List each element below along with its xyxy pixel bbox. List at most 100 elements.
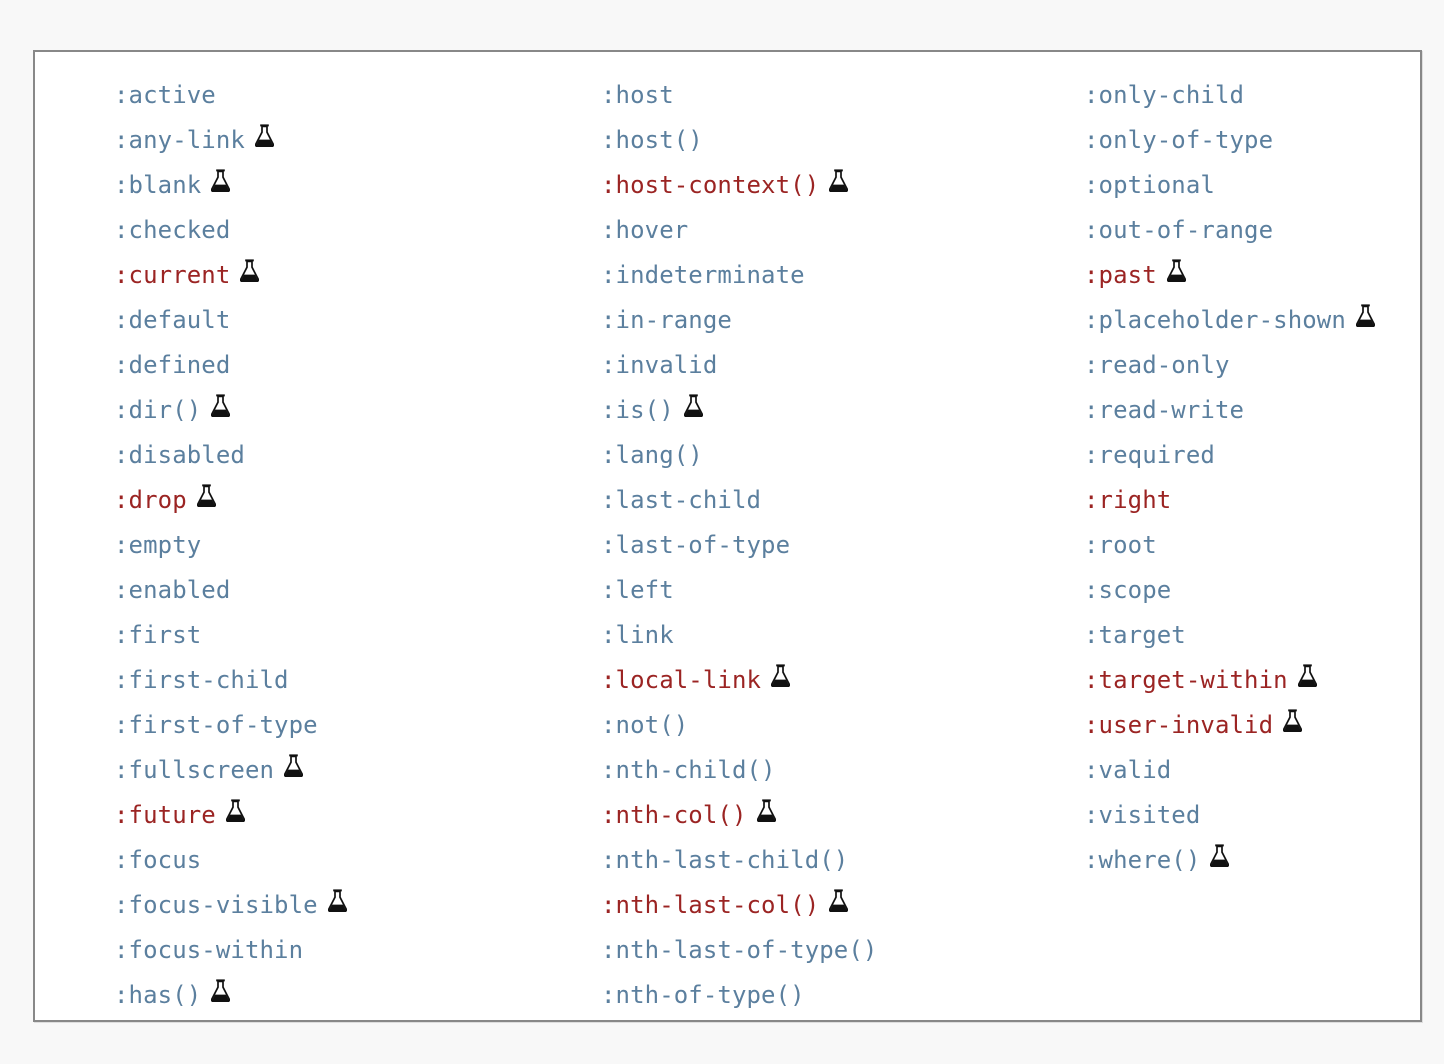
selector-item[interactable]: :right bbox=[1084, 478, 1420, 523]
selector-item[interactable]: :focus-within bbox=[114, 928, 520, 973]
flask-icon bbox=[1297, 664, 1317, 687]
selector-item[interactable]: :valid bbox=[1084, 748, 1420, 793]
selector-column-1: :active:any-link:blank:checked:current:d… bbox=[35, 52, 520, 1018]
selector-item[interactable]: :default bbox=[114, 298, 520, 343]
selector-item[interactable]: :read-write bbox=[1084, 388, 1420, 433]
selector-label: :right bbox=[1084, 486, 1172, 514]
selector-item[interactable]: :host-context() bbox=[601, 163, 1004, 208]
selector-item[interactable]: :placeholder-shown bbox=[1084, 298, 1420, 343]
selector-item[interactable]: :indeterminate bbox=[601, 253, 1004, 298]
selector-item[interactable]: :focus bbox=[114, 838, 520, 883]
selector-item[interactable]: :out-of-range bbox=[1084, 208, 1420, 253]
flask-icon bbox=[211, 394, 231, 417]
selector-item[interactable]: :future bbox=[114, 793, 520, 838]
selector-label: :last-child bbox=[601, 486, 762, 514]
selector-label: :defined bbox=[114, 351, 231, 379]
selector-item[interactable]: :lang() bbox=[601, 433, 1004, 478]
selector-label: :scope bbox=[1084, 576, 1172, 604]
selector-label: :focus-within bbox=[114, 936, 304, 964]
selector-item[interactable]: :any-link bbox=[114, 118, 520, 163]
flask-icon bbox=[211, 169, 231, 192]
selector-item[interactable]: :focus-visible bbox=[114, 883, 520, 928]
selector-item[interactable]: :current bbox=[114, 253, 520, 298]
selector-label: :read-only bbox=[1084, 351, 1230, 379]
selector-item[interactable]: :nth-of-type() bbox=[601, 973, 1004, 1018]
selector-label: :any-link bbox=[114, 126, 245, 154]
selector-item[interactable]: :defined bbox=[114, 343, 520, 388]
selector-label: :in-range bbox=[601, 306, 732, 334]
selector-item[interactable]: :required bbox=[1084, 433, 1420, 478]
selector-item[interactable]: :visited bbox=[1084, 793, 1420, 838]
selector-item[interactable]: :host bbox=[601, 73, 1004, 118]
selector-item[interactable]: :disabled bbox=[114, 433, 520, 478]
flask-icon bbox=[211, 979, 231, 1002]
selector-label: :left bbox=[601, 576, 674, 604]
selector-item[interactable]: :in-range bbox=[601, 298, 1004, 343]
selector-label: :empty bbox=[114, 531, 202, 559]
selector-label: :focus-visible bbox=[114, 891, 318, 919]
selector-item[interactable]: :has() bbox=[114, 973, 520, 1018]
selector-columns: :active:any-link:blank:checked:current:d… bbox=[35, 52, 1420, 1020]
selector-item[interactable]: :target-within bbox=[1084, 658, 1420, 703]
flask-icon bbox=[683, 394, 703, 417]
flask-icon bbox=[829, 169, 849, 192]
selector-label: :only-of-type bbox=[1084, 126, 1274, 154]
selector-item[interactable]: :past bbox=[1084, 253, 1420, 298]
selector-item[interactable]: :user-invalid bbox=[1084, 703, 1420, 748]
selector-item[interactable]: :scope bbox=[1084, 568, 1420, 613]
selector-item[interactable]: :active bbox=[114, 73, 520, 118]
selector-item[interactable]: :invalid bbox=[601, 343, 1004, 388]
selector-label: :last-of-type bbox=[601, 531, 791, 559]
selector-item[interactable]: :dir() bbox=[114, 388, 520, 433]
selector-item[interactable]: :link bbox=[601, 613, 1004, 658]
selector-item[interactable]: :only-of-type bbox=[1084, 118, 1420, 163]
selector-label: :valid bbox=[1084, 756, 1172, 784]
selector-item[interactable]: :first bbox=[114, 613, 520, 658]
selector-item[interactable]: :host() bbox=[601, 118, 1004, 163]
selector-item[interactable]: :only-child bbox=[1084, 73, 1420, 118]
selector-item[interactable]: :first-of-type bbox=[114, 703, 520, 748]
selector-item[interactable]: :nth-last-col() bbox=[601, 883, 1004, 928]
selector-item[interactable]: :nth-child() bbox=[601, 748, 1004, 793]
selector-label: :invalid bbox=[601, 351, 718, 379]
selector-item[interactable]: :nth-last-of-type() bbox=[601, 928, 1004, 973]
selector-label: :first-of-type bbox=[114, 711, 318, 739]
selector-item[interactable]: :not() bbox=[601, 703, 1004, 748]
flask-icon bbox=[1210, 844, 1230, 867]
selector-item[interactable]: :last-child bbox=[601, 478, 1004, 523]
flask-icon bbox=[284, 754, 304, 777]
selector-column-3: :only-child :only-of-type :optional:out-of… bbox=[1004, 52, 1420, 883]
selector-item[interactable]: :empty bbox=[114, 523, 520, 568]
selector-label: :host() bbox=[601, 126, 703, 154]
selector-item[interactable]: :root bbox=[1084, 523, 1420, 568]
selector-label: :nth-last-col() bbox=[601, 891, 820, 919]
selector-label: :local-link bbox=[601, 666, 762, 694]
selector-item[interactable]: :blank bbox=[114, 163, 520, 208]
selector-item[interactable]: :where() bbox=[1084, 838, 1420, 883]
selector-item[interactable]: :first-child bbox=[114, 658, 520, 703]
selector-item[interactable]: :optional bbox=[1084, 163, 1420, 208]
selector-item[interactable]: :checked bbox=[114, 208, 520, 253]
selector-label: :disabled bbox=[114, 441, 245, 469]
selector-label: :is() bbox=[601, 396, 674, 424]
selector-label: :has() bbox=[114, 981, 202, 1009]
flask-icon bbox=[1283, 709, 1303, 732]
selector-label: :target bbox=[1084, 621, 1186, 649]
selector-item[interactable]: :is() bbox=[601, 388, 1004, 433]
selector-item[interactable]: :last-of-type bbox=[601, 523, 1004, 568]
selector-item[interactable]: :nth-last-child() bbox=[601, 838, 1004, 883]
selector-label: :only-child bbox=[1084, 81, 1245, 109]
selector-label: :past bbox=[1084, 261, 1157, 289]
selector-item[interactable]: :local-link bbox=[601, 658, 1004, 703]
selector-item[interactable]: :drop bbox=[114, 478, 520, 523]
selector-item[interactable]: :read-only bbox=[1084, 343, 1420, 388]
selector-label: :root bbox=[1084, 531, 1157, 559]
selector-item[interactable]: :enabled bbox=[114, 568, 520, 613]
selector-label: :nth-child() bbox=[601, 756, 776, 784]
flask-icon bbox=[327, 889, 347, 912]
selector-item[interactable]: :nth-col() bbox=[601, 793, 1004, 838]
selector-item[interactable]: :hover bbox=[601, 208, 1004, 253]
selector-item[interactable]: :target bbox=[1084, 613, 1420, 658]
selector-item[interactable]: :fullscreen bbox=[114, 748, 520, 793]
selector-item[interactable]: :left bbox=[601, 568, 1004, 613]
